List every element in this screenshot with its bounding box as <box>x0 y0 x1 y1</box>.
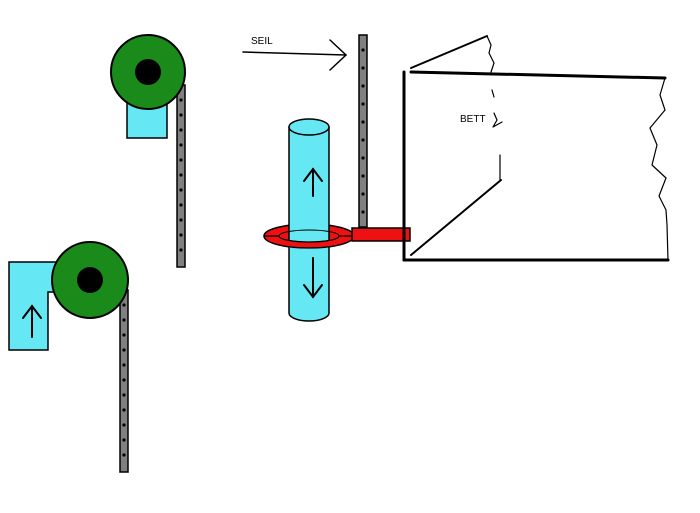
pulley-hub-icon <box>77 267 103 293</box>
bottom-pulley-assembly <box>8 241 129 473</box>
up-arrow-icon <box>22 304 42 338</box>
center-rope-dots <box>361 48 365 214</box>
rope-label: SEIL <box>251 36 273 47</box>
right-arrow-icon <box>242 39 348 71</box>
down-arrow-icon <box>303 257 323 299</box>
bed-label: BETT <box>460 114 486 125</box>
up-arrow-icon <box>303 167 323 197</box>
pulley-hub-icon <box>135 59 161 85</box>
top-pulley-assembly <box>110 34 186 268</box>
red-connector-bar <box>351 227 411 242</box>
bottom-pulley-rope-dots <box>122 303 126 457</box>
bed-frame <box>402 35 670 262</box>
center-rope <box>358 34 368 228</box>
top-pulley-rope-dots <box>179 98 183 252</box>
